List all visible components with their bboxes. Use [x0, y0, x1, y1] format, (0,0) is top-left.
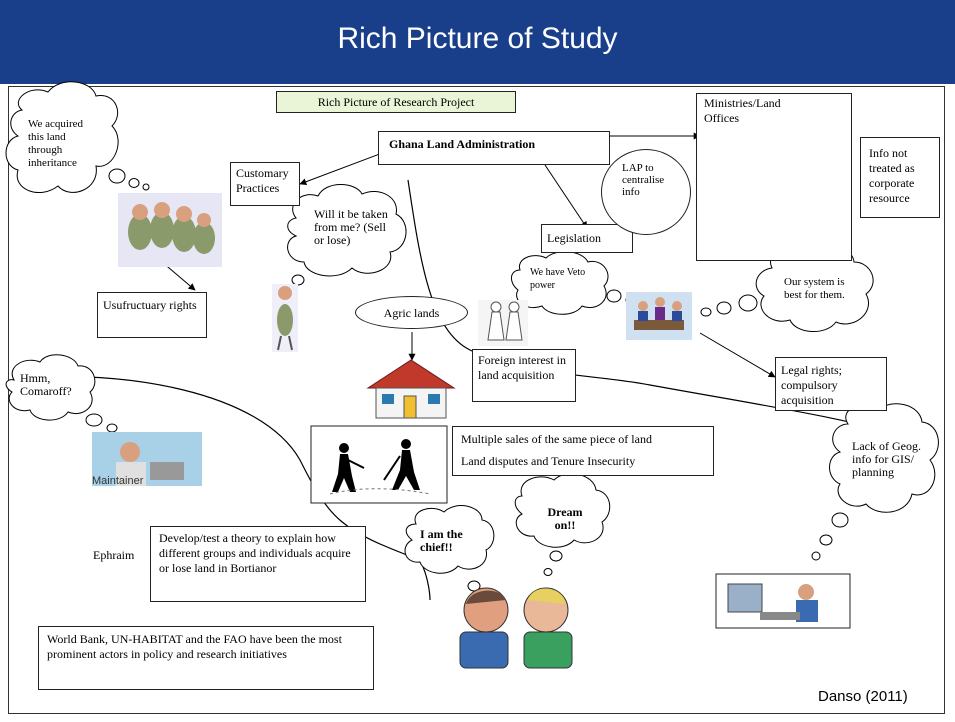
thought-cloud-inheritance	[5, 81, 150, 194]
credit-label: Danso (2011)	[818, 688, 908, 705]
maintainer-illustration	[92, 432, 202, 486]
thought-veto-text: We have Veto power	[530, 267, 586, 291]
thought-cloud-taken	[287, 184, 407, 299]
title-bar: Rich Picture of Study	[0, 0, 955, 84]
world-bank-box: World Bank, UN-HABITAT and the FAO have …	[38, 626, 374, 690]
multiple-sales-box: Multiple sales of the same piece of land…	[452, 426, 714, 476]
dispute-silhouettes-illustration	[310, 425, 448, 504]
thought-hmm-text: Hmm, Comaroff?	[20, 371, 72, 398]
thought-geog-text: Lack of Geog. info for GIS/ planning	[852, 439, 921, 479]
land-disputes-label: Land disputes and Tenure Insecurity	[461, 454, 636, 468]
maintainer-label: Maintainer	[92, 475, 144, 487]
arrow-to-legislation	[544, 164, 588, 229]
veto-figures-illustration	[478, 300, 528, 346]
arrow-to-legal-rights	[699, 332, 776, 378]
customary-practices-box: Customary Practices	[230, 162, 300, 206]
legal-rights-box: Legal rights; compulsory acquisition	[775, 357, 887, 411]
ministries-box: Ministries/Land Offices	[696, 93, 852, 261]
thought-cloud-dream	[514, 473, 611, 576]
ghana-land-admin-box: Ghana Land Administration	[378, 131, 610, 165]
picture-frame	[8, 86, 945, 714]
house-illustration	[366, 359, 456, 419]
thought-dream-text: Dream on!!	[547, 505, 583, 532]
develop-theory-box: Develop/test a theory to explain how dif…	[150, 526, 366, 602]
ghana-land-admin-label: Ghana Land Administration	[389, 137, 536, 151]
research-project-box: Rich Picture of Research Project	[276, 91, 516, 113]
curve-left	[19, 375, 431, 601]
lap-label: LAP to centralise info	[622, 162, 665, 198]
legislation-box: Legislation	[541, 224, 633, 253]
agric-lands-ellipse: Agric lands	[355, 296, 468, 329]
thought-cloud-hmm	[5, 354, 118, 433]
slide-title: Rich Picture of Study	[337, 22, 618, 55]
foreign-interest-box: Foreign interest in land acquisition	[472, 349, 576, 402]
multiple-sales-label: Multiple sales of the same piece of land	[461, 432, 652, 446]
thought-chief-text: I am the chief!!	[420, 527, 463, 554]
ephraim-label: Ephraim	[93, 548, 135, 562]
thought-our-system-text: Our system is best for them.	[784, 276, 845, 301]
lap-ellipse: LAP to centralise info	[601, 149, 691, 235]
thought-cloud-geog	[811, 403, 939, 561]
worried-man-illustration	[272, 284, 298, 352]
agric-lands-label: Agric lands	[383, 306, 440, 320]
ministries-label: Ministries/Land Offices	[704, 96, 781, 125]
info-not-treated-box: Info not treated as corporate resource	[860, 137, 940, 218]
computer-user-illustration	[715, 573, 851, 629]
people-group-illustration	[118, 193, 222, 267]
usufructuary-box: Usufructuary rights	[97, 292, 207, 338]
arguing-men-illustration	[459, 587, 573, 669]
thought-inheritance-text: We acquired this land through inheritanc…	[28, 118, 83, 169]
meeting-illustration	[626, 292, 692, 340]
thought-taken-text: Will it be taken from me? (Sell or lose)	[314, 207, 388, 247]
arrow-to-customary	[299, 151, 386, 186]
